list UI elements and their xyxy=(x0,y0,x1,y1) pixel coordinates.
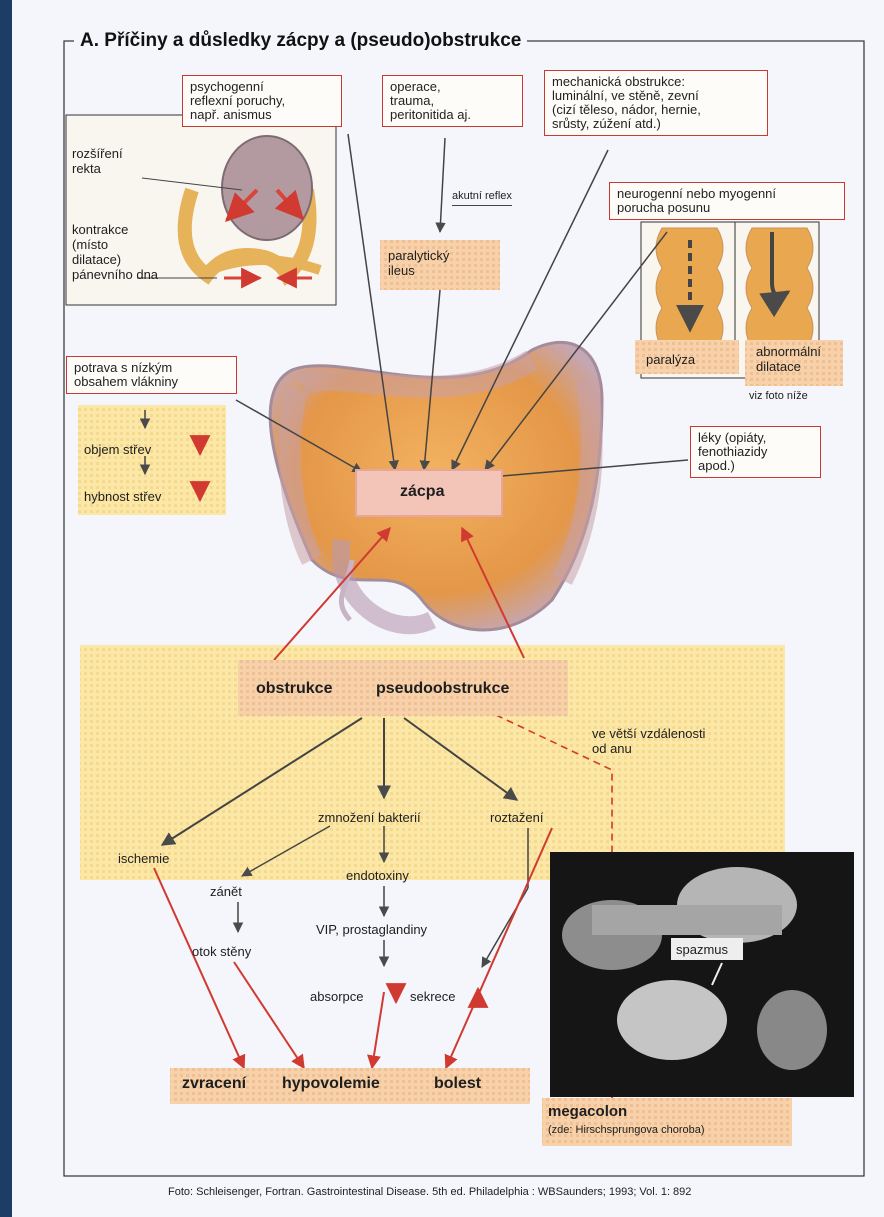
rectum-contraction-line: pánevního dna xyxy=(72,267,158,282)
distance-line: ve větší vzdálenosti xyxy=(592,726,705,741)
cause-drugs-line: léky (opiáty, xyxy=(698,431,813,445)
diagram-title: A. Příčiny a důsledky zácpy a (pseudo)ob… xyxy=(74,30,527,52)
cause-psychogenic-line: např. anismus xyxy=(190,108,334,122)
inflammation-label: zánět xyxy=(210,884,242,899)
abnormal-dilation-line: abnormální xyxy=(756,344,821,359)
cause-diet: potrava s nízkým obsahem vlákniny xyxy=(66,356,237,394)
cause-psychogenic-line: reflexní poruchy, xyxy=(190,94,334,108)
cause-psychogenic: psychogenní reflexní poruchy, např. anis… xyxy=(182,75,342,127)
cause-mechanical: mechanická obstrukce: luminální, ve stěn… xyxy=(544,70,768,136)
paralysis-label: paralýza xyxy=(646,352,695,367)
arrow-surgery xyxy=(440,138,445,232)
obstruction-label: obstrukce xyxy=(256,681,332,696)
abnormal-dilation-label: abnormální dilatace xyxy=(756,344,821,374)
bowel-motility-label: hybnost střev xyxy=(84,489,161,504)
cause-neuro-line: neurogenní nebo myogenní xyxy=(617,187,837,201)
spasm-label: spazmus xyxy=(676,942,728,957)
cause-surgery-line: trauma, xyxy=(390,94,515,108)
xray-photo xyxy=(550,852,854,1097)
secretion-label: sekrece xyxy=(410,989,456,1004)
distension-label: roztažení xyxy=(490,810,543,825)
cause-mechanical-line: (cizí těleso, nádor, hernie, xyxy=(552,103,760,117)
rectum-dilation-label: rozšíření rekta xyxy=(72,146,123,176)
distance-line: od anu xyxy=(592,741,705,756)
endotoxins-label: endotoxiny xyxy=(346,868,409,883)
pseudo-obstruction-label: pseudoobstrukce xyxy=(376,681,509,696)
cause-drugs-line: apod.) xyxy=(698,459,813,473)
absorption-label: absorpce xyxy=(310,989,363,1004)
pain-label: bolest xyxy=(434,1076,481,1091)
rectum-contraction-line: dilatace) xyxy=(72,252,158,267)
rectum-contraction-label: kontrakce (místo dilatace) pánevního dna xyxy=(72,222,158,282)
cause-diet-line: potrava s nízkým xyxy=(74,361,229,375)
constipation-label: zácpa xyxy=(400,484,444,499)
cause-mechanical-line: luminální, ve stěně, zevní xyxy=(552,89,760,103)
bowel-volume-label: objem střev xyxy=(84,442,151,457)
edema-label: otok stěny xyxy=(192,944,251,959)
rectum-contraction-line: (místo xyxy=(72,237,158,252)
acute-reflex-label: akutní reflex xyxy=(452,190,512,206)
ileus-label: paralytický ileus xyxy=(388,248,449,278)
cause-neuro-line: porucha posunu xyxy=(617,201,837,215)
cause-surgery-line: peritonitida aj. xyxy=(390,108,515,122)
distance-label: ve větší vzdálenosti od anu xyxy=(592,726,705,756)
source-credit: Foto: Schleisenger, Fortran. Gastrointes… xyxy=(168,1186,691,1199)
diagram-page: A. Příčiny a důsledky zácpy a (pseudo)ob… xyxy=(12,0,884,1217)
vip-label: VIP, prostaglandiny xyxy=(316,922,427,937)
ileus-line: ileus xyxy=(388,263,449,278)
cause-drugs: léky (opiáty, fenothiazidy apod.) xyxy=(690,426,821,478)
cause-psychogenic-line: psychogenní xyxy=(190,80,334,94)
rectum-dilation-line: rekta xyxy=(72,161,123,176)
see-photo-label: viz foto níže xyxy=(749,390,808,403)
cause-mechanical-line: srůsty, zúžení atd.) xyxy=(552,117,760,131)
abnormal-dilation-line: dilatace xyxy=(756,359,821,374)
rectum-dilation-line: rozšíření xyxy=(72,146,123,161)
ischemia-label: ischemie xyxy=(118,851,169,866)
bacteria-label: zmnožení bakterií xyxy=(318,810,421,825)
vomiting-label: zvracení xyxy=(182,1076,246,1091)
cause-drugs-line: fenothiazidy xyxy=(698,445,813,459)
cause-surgery: operace, trauma, peritonitida aj. xyxy=(382,75,523,127)
megacolon-note: (zde: Hirschsprungova choroba) xyxy=(548,1124,705,1137)
cause-surgery-line: operace, xyxy=(390,80,515,94)
cause-mechanical-line: mechanická obstrukce: xyxy=(552,75,760,89)
cause-neuro: neurogenní nebo myogenní porucha posunu xyxy=(609,182,845,220)
rectum-contraction-line: kontrakce xyxy=(72,222,158,237)
megacolon-label: megacolon xyxy=(548,1104,627,1119)
ileus-line: paralytický xyxy=(388,248,449,263)
cause-diet-line: obsahem vlákniny xyxy=(74,375,229,389)
hypovolemia-label: hypovolemie xyxy=(282,1076,380,1091)
